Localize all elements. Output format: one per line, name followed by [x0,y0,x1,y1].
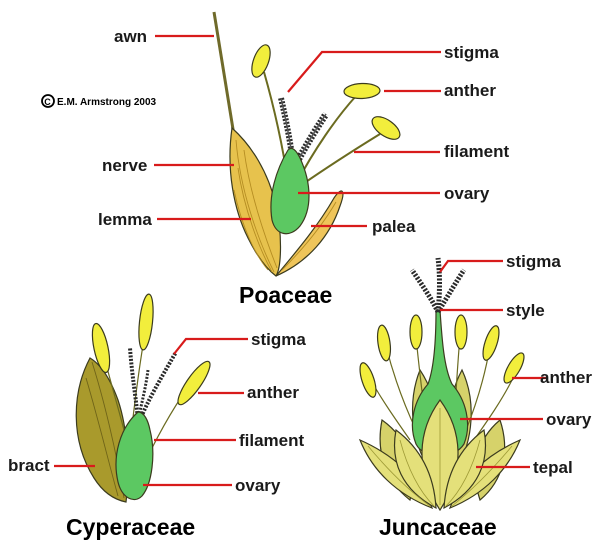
label-poaceae-stigma: stigma [444,43,499,62]
label-poaceae-ovary: ovary [444,184,490,203]
juncaceae-flower [357,258,528,510]
label-cyperaceae-anther: anther [247,383,299,402]
cyperaceae-anther-2 [137,293,156,350]
poaceae-ovary [271,148,309,233]
label-bract: bract [8,456,50,475]
title-juncaceae: Juncaceae [379,514,497,540]
label-juncaceae-anther: anther [540,368,592,387]
label-awn: awn [114,27,147,46]
copyright-text: E.M. Armstrong 2003 [57,97,157,108]
title-cyperaceae: Cyperaceae [66,514,195,540]
label-style: style [506,301,545,320]
poaceae-anther-left [248,42,274,79]
label-cyperaceae-filament: filament [239,431,305,450]
label-juncaceae-stigma: stigma [506,252,561,271]
juncaceae-anther-4 [455,315,467,349]
label-poaceae-filament: filament [444,142,510,161]
label-tepal: tepal [533,458,573,477]
poaceae-anther-top [344,83,381,99]
title-poaceae: Poaceae [239,282,332,308]
label-cyperaceae-stigma: stigma [251,330,306,349]
juncaceae-anther-5 [480,324,503,362]
label-cyperaceae-ovary: ovary [235,476,281,495]
copyright-symbol: C [44,97,51,107]
copyright-notice: C E.M. Armstrong 2003 [42,95,157,108]
label-palea: palea [372,217,416,236]
juncaceae-anther-2 [376,324,393,361]
label-poaceae-anther: anther [444,81,496,100]
cyperaceae-flower [76,293,214,502]
juncaceae-anther-3 [410,315,422,349]
label-juncaceae-ovary: ovary [546,410,592,429]
label-lemma: lemma [98,210,152,229]
cyperaceae-anther-3 [173,358,214,409]
juncaceae-anther-1 [357,361,380,399]
juncaceae-stigmas [412,258,464,312]
label-nerve: nerve [102,156,147,175]
juncaceae-anther-6 [500,350,527,385]
